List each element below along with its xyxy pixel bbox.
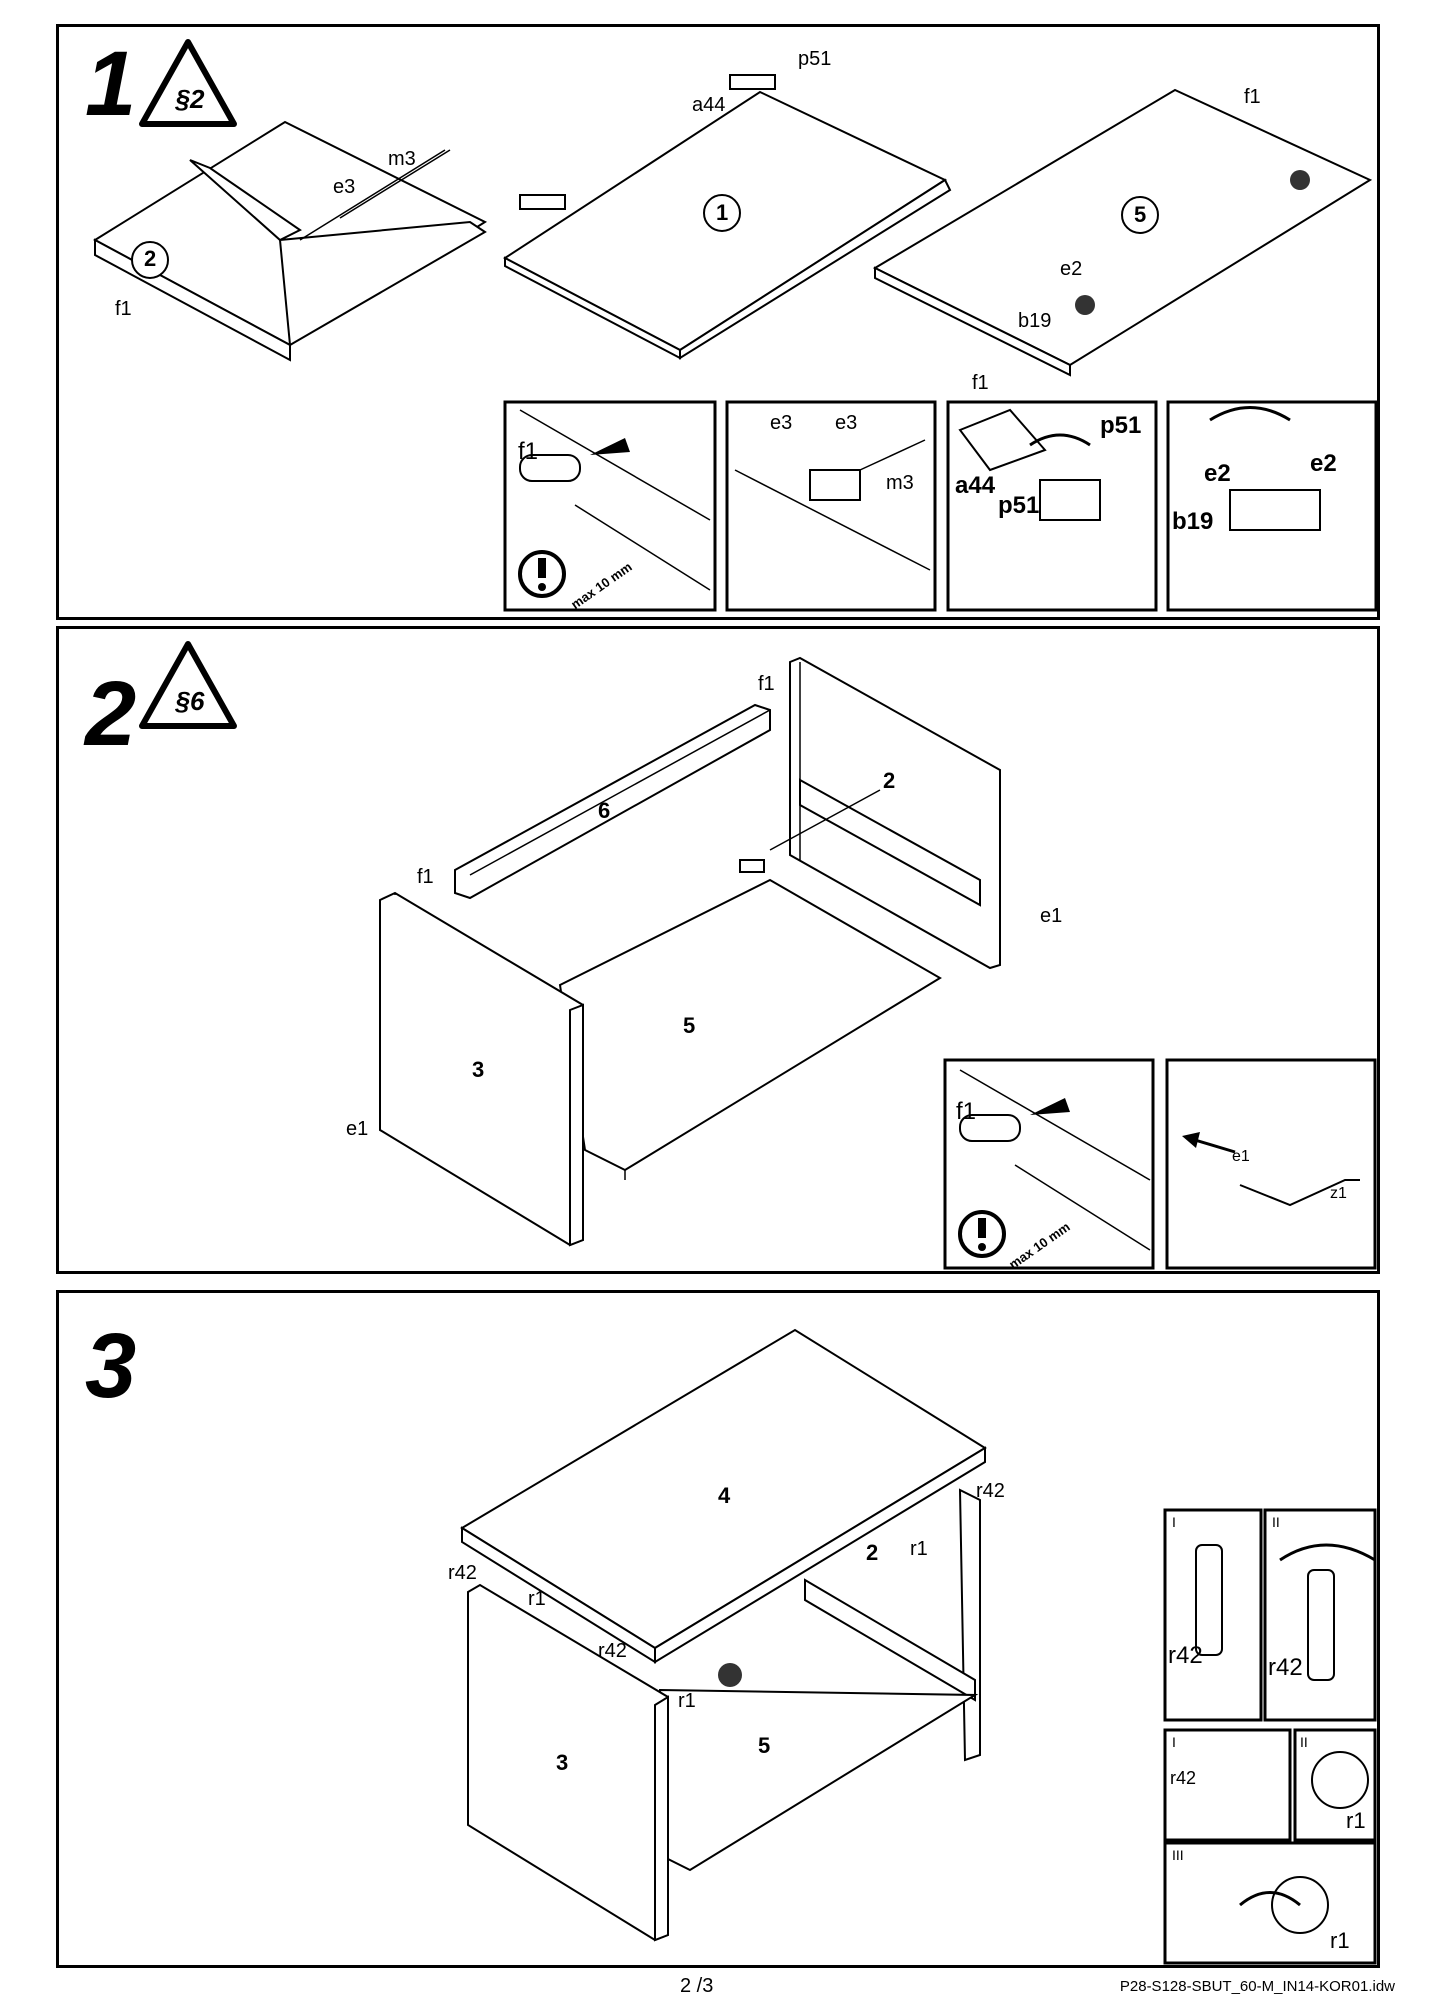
label-r1: r1 — [910, 1538, 928, 1560]
label-f1: f1 — [972, 372, 989, 394]
warning-triangle-icon: §2 — [139, 39, 237, 127]
label-r42: r42 — [598, 1640, 627, 1662]
inset-roman: I — [1172, 1734, 1176, 1750]
label-e2: e2 — [1060, 258, 1083, 280]
panel-number: 1 — [716, 200, 729, 225]
step-2-number: 2 — [85, 663, 137, 765]
inset-label-r42: r42 — [1170, 1768, 1197, 1788]
label-e1: e1 — [346, 1118, 369, 1140]
inset-roman: I — [1172, 1514, 1176, 1530]
inset-roman: III — [1172, 1847, 1184, 1863]
panel-number: 2 — [883, 768, 896, 793]
label-b19: b19 — [1018, 310, 1052, 332]
panel-number: 4 — [718, 1483, 731, 1508]
inset-label-a44: a44 — [955, 472, 996, 499]
label-e1: e1 — [1040, 905, 1063, 927]
inset-label-m3: m3 — [886, 472, 914, 494]
label-r1: r1 — [528, 1588, 546, 1610]
label-m3: m3 — [388, 148, 416, 170]
inset-label-f1: f1 — [956, 1098, 977, 1125]
inset-label-p51: p51 — [1100, 412, 1142, 439]
label-f1: f1 — [417, 866, 434, 888]
inset-label-e2: e2 — [1310, 450, 1337, 477]
panel-number: 2 — [144, 246, 157, 271]
label-r1: r1 — [678, 1690, 696, 1712]
inset-label-e2: e2 — [1204, 460, 1231, 487]
inset-label-r1: r1 — [1346, 1808, 1366, 1833]
warning-triangle-icon: §6 — [139, 641, 237, 729]
page-number: 2 /3 — [680, 1975, 714, 1997]
label-p51: p51 — [798, 48, 832, 70]
inset-label-e3: e3 — [835, 412, 858, 434]
inset-label-r42: r42 — [1168, 1642, 1203, 1669]
panel-number: 5 — [683, 1013, 696, 1038]
label-e3: e3 — [333, 176, 356, 198]
panel-number: 5 — [758, 1733, 771, 1758]
panel-number: 5 — [1134, 202, 1147, 227]
label-f1: f1 — [758, 673, 775, 695]
label-f1: f1 — [1244, 86, 1261, 108]
inset-roman: II — [1272, 1514, 1280, 1530]
inset-label-r42: r42 — [1268, 1654, 1303, 1681]
label-r42: r42 — [448, 1562, 477, 1584]
inset-label-p51: p51 — [998, 492, 1040, 519]
panel-number: 3 — [472, 1057, 485, 1082]
label-f1: f1 — [115, 298, 132, 320]
panel-number: 3 — [556, 1750, 569, 1775]
inset-label-r1: r1 — [1330, 1928, 1350, 1953]
inset-label-z1: z1 — [1330, 1185, 1347, 1202]
inset-label-f1: f1 — [518, 438, 539, 465]
label-a44: a44 — [692, 94, 726, 116]
step-1-number: 1 — [85, 33, 137, 135]
inset-roman: II — [1300, 1734, 1308, 1750]
step-3-number: 3 — [85, 1315, 137, 1417]
inset-label-e3: e3 — [770, 412, 793, 434]
warning-label: §2 — [175, 84, 205, 114]
label-r42: r42 — [976, 1480, 1005, 1502]
panel-number: 2 — [866, 1540, 879, 1565]
inset-label-b19: b19 — [1172, 508, 1214, 535]
panel-number: 6 — [598, 798, 611, 823]
file-name: P28-S128-SBUT_60-M_IN14-KOR01.idw — [1119, 1978, 1395, 1995]
warning-label: §6 — [175, 686, 205, 716]
inset-label-e1: e1 — [1232, 1148, 1250, 1165]
